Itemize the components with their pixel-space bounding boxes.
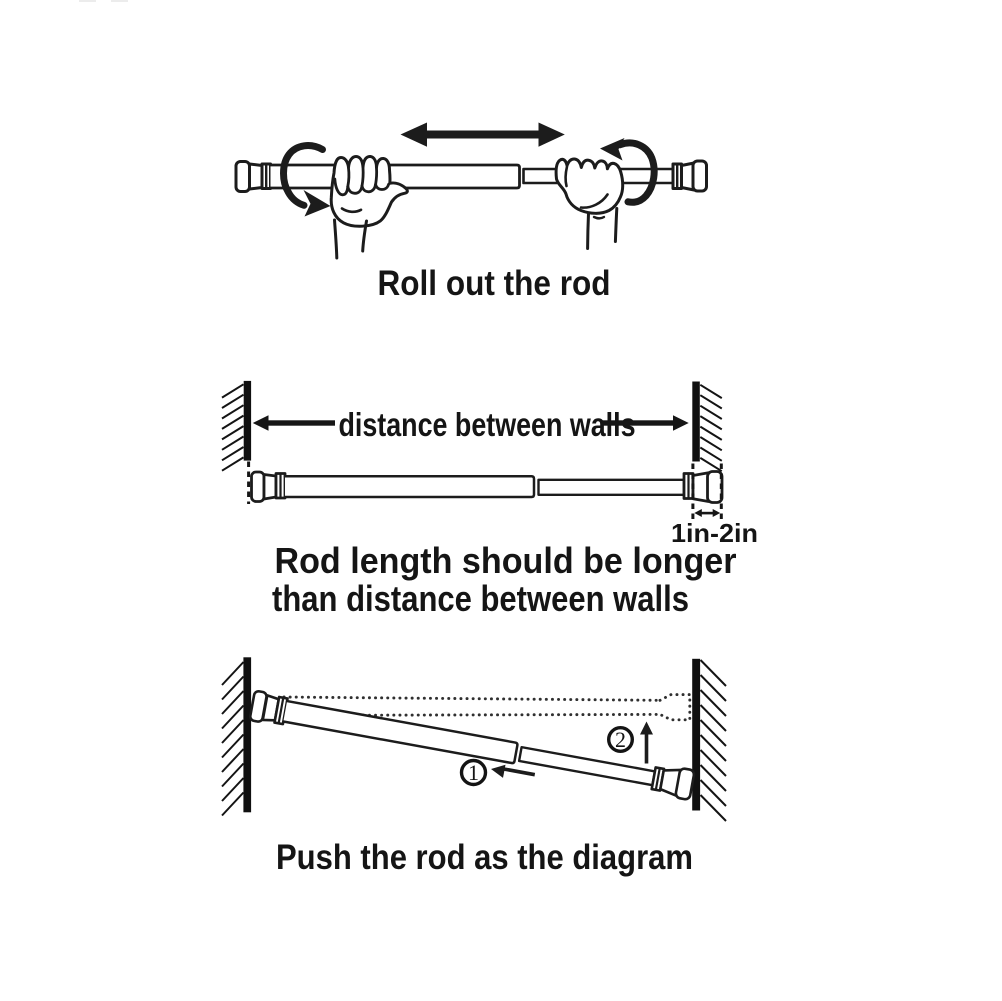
- svg-text:than distance between walls: than distance between walls: [272, 578, 689, 619]
- svg-text:1: 1: [468, 760, 479, 785]
- svg-text:Rod length should be longer: Rod length should be longer: [275, 540, 737, 581]
- svg-text:Roll out the rod: Roll out the rod: [378, 263, 611, 303]
- svg-text:distance between walls: distance between walls: [339, 406, 636, 443]
- svg-text:1in-2in: 1in-2in: [671, 518, 758, 548]
- svg-text:Push the rod as the diagram: Push the rod as the diagram: [276, 837, 693, 877]
- svg-text:2: 2: [615, 727, 626, 752]
